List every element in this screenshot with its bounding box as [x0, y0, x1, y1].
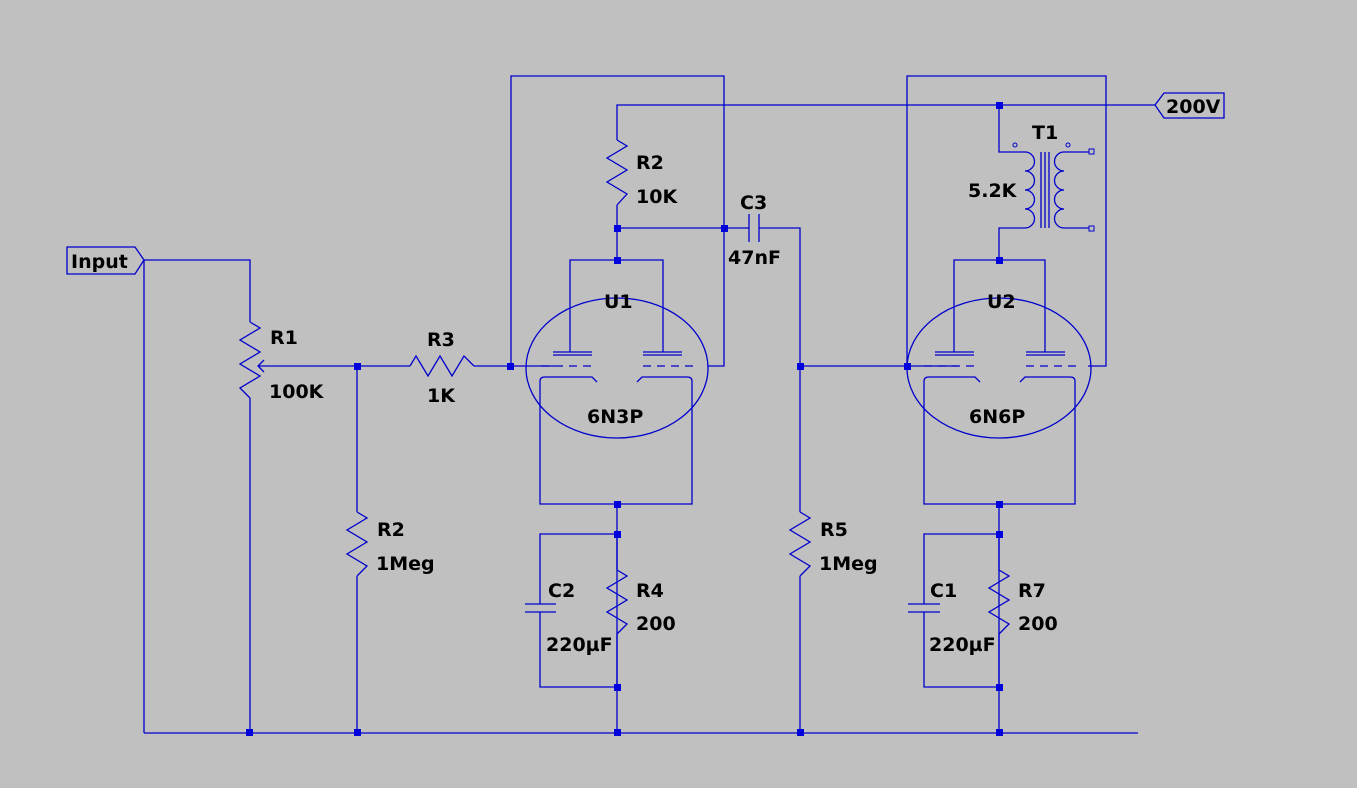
c1-value: 220µF	[929, 634, 996, 656]
junction	[996, 102, 1003, 109]
t1-ref: T1	[1032, 122, 1058, 144]
c2-ref: C2	[548, 580, 575, 602]
u2-plate-left	[935, 351, 974, 356]
r1-value: 100K	[269, 381, 325, 403]
u1-tube-symbol[interactable]	[525, 297, 709, 439]
wire-c1-r7	[923, 533, 1000, 688]
wire-supply	[616, 104, 1155, 140]
resistor-zigzags	[238, 139, 1011, 635]
u2-plate-right	[1026, 351, 1065, 356]
junction	[797, 729, 804, 736]
c2-capacitor-symbol[interactable]	[525, 603, 556, 613]
u1-envelope	[525, 297, 709, 439]
t1-primary-coil	[1024, 151, 1036, 229]
junction	[354, 363, 361, 370]
t1-dot-primary	[1012, 142, 1018, 148]
t1-pin-top	[1088, 148, 1095, 155]
t1-dot-secondary	[1065, 142, 1071, 148]
r2a-ref: R2	[636, 152, 664, 174]
supply-flag[interactable]: 200V	[1154, 92, 1225, 119]
t1-value: 5.2K	[968, 180, 1018, 202]
r7-value: 200	[1018, 613, 1058, 635]
junction	[354, 729, 361, 736]
r5-resistor-symbol[interactable]	[788, 511, 812, 577]
r2a-value: 10K	[636, 186, 678, 208]
wire-t1-primary	[998, 105, 1025, 260]
c3-value: 47nF	[728, 247, 781, 269]
u2-cathode-left	[923, 376, 981, 388]
r5-ref: R5	[820, 519, 848, 541]
junction	[996, 257, 1003, 264]
junction	[721, 225, 728, 232]
r7-resistor-symbol[interactable]	[987, 569, 1011, 635]
input-flag[interactable]: Input	[66, 246, 145, 275]
wire-u1-cathodes	[539, 388, 693, 733]
c3-ref: C3	[740, 192, 767, 214]
capacitor-plates	[525, 214, 940, 613]
component-labels: R1 100K R2 10K R2 1Meg R3 1K C3 47nF U1 …	[269, 122, 1058, 656]
c3-capacitor-symbol[interactable]	[748, 214, 760, 242]
r4-resistor-symbol[interactable]	[605, 569, 629, 635]
junction	[614, 729, 621, 736]
wire-t1-secondary	[1064, 151, 1090, 229]
supply-flag-label: 200V	[1166, 96, 1221, 118]
r2b-value: 1Meg	[376, 553, 435, 575]
t1-core	[1040, 152, 1050, 228]
junction	[614, 531, 621, 538]
t1-transformer-symbol[interactable]	[1012, 142, 1095, 232]
wire-u1-loop	[510, 75, 725, 367]
u1-plate-left	[553, 351, 592, 356]
r1-ref: R1	[270, 327, 298, 349]
junction	[996, 729, 1003, 736]
junction	[797, 363, 804, 370]
junction	[904, 363, 911, 370]
r7-ref: R7	[1018, 580, 1046, 602]
u1-plate-right	[643, 351, 682, 356]
junction	[614, 257, 621, 264]
junction	[614, 684, 621, 691]
c2-value: 220µF	[546, 634, 613, 656]
r2b-resistor-symbol[interactable]	[345, 511, 369, 577]
r5-value: 1Meg	[819, 553, 878, 575]
input-flag-label: Input	[71, 251, 128, 273]
u1-value: 6N3P	[587, 406, 643, 428]
r2a-resistor-symbol[interactable]	[605, 139, 629, 206]
r4-ref: R4	[636, 580, 664, 602]
r3-ref: R3	[427, 329, 455, 351]
r1-wiper-arrow	[257, 359, 272, 373]
r3-resistor-symbol[interactable]	[409, 354, 475, 378]
junction	[996, 531, 1003, 538]
c1-ref: C1	[930, 580, 957, 602]
junction	[996, 684, 1003, 691]
r3-value: 1K	[427, 385, 456, 407]
t1-pin-bottom	[1088, 225, 1095, 232]
junction	[614, 225, 621, 232]
wire-u2-loop	[906, 75, 1107, 367]
wire-c3-out	[759, 227, 801, 733]
junction	[507, 363, 514, 370]
junction	[246, 729, 253, 736]
r1-resistor-symbol[interactable]	[238, 321, 262, 399]
wire-input	[143, 259, 251, 733]
r4-value: 200	[636, 613, 676, 635]
u2-cathode-right	[1019, 376, 1076, 388]
u2-value: 6N6P	[969, 406, 1025, 428]
u1-ref: U1	[604, 291, 633, 313]
wires	[143, 75, 1155, 734]
u1-cathode-right	[636, 376, 693, 388]
u1-cathode-left	[539, 376, 598, 388]
r2b-ref: R2	[377, 519, 405, 541]
t1-secondary-coil	[1053, 151, 1065, 229]
junction	[996, 501, 1003, 508]
c1-capacitor-symbol[interactable]	[908, 603, 940, 613]
junction	[614, 501, 621, 508]
wire-c2-r4	[539, 533, 618, 688]
u2-ref: U2	[987, 291, 1016, 313]
junctions	[246, 102, 1003, 736]
